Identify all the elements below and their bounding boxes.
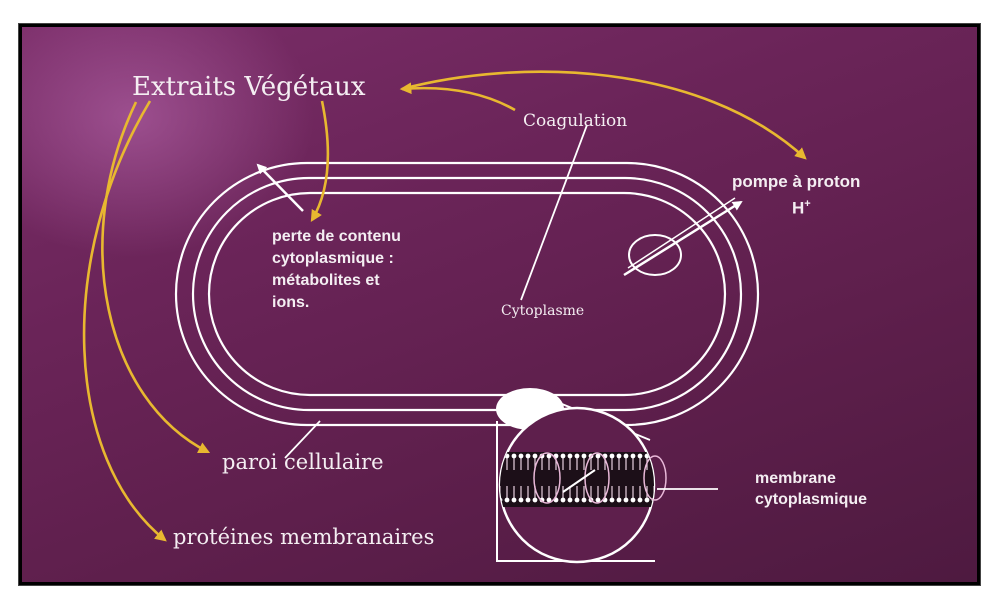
proton-pump-label: pompe à proton H+ — [732, 171, 860, 220]
cell-wall-label: paroi cellulaire — [222, 450, 384, 474]
lipid-head — [582, 498, 587, 503]
cytoplasm-label: Cytoplasme — [501, 303, 584, 319]
lipid-head — [561, 498, 566, 503]
lipid-head — [624, 454, 629, 459]
arrow-from-coagulation — [402, 88, 515, 110]
proton-pump-line1: pompe à proton — [732, 171, 860, 193]
content-loss-line2: cytoplasmique : — [272, 248, 401, 270]
lipid-head — [624, 498, 629, 503]
lipid-head — [568, 454, 573, 459]
proton-symbol: H — [792, 199, 804, 218]
cytoplasm-pointer — [521, 125, 587, 300]
lipid-head — [561, 454, 566, 459]
lipid-head — [526, 498, 531, 503]
lipid-head — [617, 498, 622, 503]
coagulation-label: Coagulation — [523, 111, 627, 131]
lipid-head — [610, 454, 615, 459]
lipid-head — [512, 498, 517, 503]
lipid-head — [568, 498, 573, 503]
content-loss-line3: métabolites et — [272, 270, 401, 292]
lipid-head — [638, 498, 643, 503]
cytoplasmic-membrane-label: membrane cytoplasmique — [755, 468, 867, 510]
arrow-to-membrane-proteins — [84, 101, 165, 540]
plant-extracts-label: Extraits Végétaux — [132, 72, 366, 102]
lipid-head — [519, 454, 524, 459]
proton-charge: + — [804, 198, 810, 210]
lipid-head — [519, 498, 524, 503]
cell-outer-wall — [176, 163, 758, 425]
lipid-head — [505, 498, 510, 503]
content-loss-line1: perte de contenu — [272, 226, 401, 248]
lipid-head — [582, 454, 587, 459]
arrow-to-cell-wall — [102, 102, 208, 452]
lipid-head — [498, 454, 503, 459]
lipid-head — [610, 498, 615, 503]
cyto-membrane-line2: cytoplasmique — [755, 489, 867, 510]
lipid-head — [645, 498, 650, 503]
lipid-head — [575, 454, 580, 459]
lipid-head — [533, 498, 538, 503]
arrow-to-content-loss — [312, 101, 328, 220]
lipid-head — [526, 454, 531, 459]
lipid-head — [631, 454, 636, 459]
lipid-head — [638, 454, 643, 459]
lipid-head — [512, 454, 517, 459]
lipid-head — [533, 454, 538, 459]
cyto-membrane-line1: membrane — [755, 468, 867, 489]
proton-pump-line2: H+ — [732, 193, 860, 220]
lipid-head — [617, 454, 622, 459]
content-loss-label: perte de contenu cytoplasmique : métabol… — [272, 226, 401, 314]
lipid-head — [575, 498, 580, 503]
lipid-head — [631, 498, 636, 503]
content-loss-line4: ions. — [272, 292, 401, 314]
membrane-proteins-label: protéines membranaires — [173, 525, 434, 549]
